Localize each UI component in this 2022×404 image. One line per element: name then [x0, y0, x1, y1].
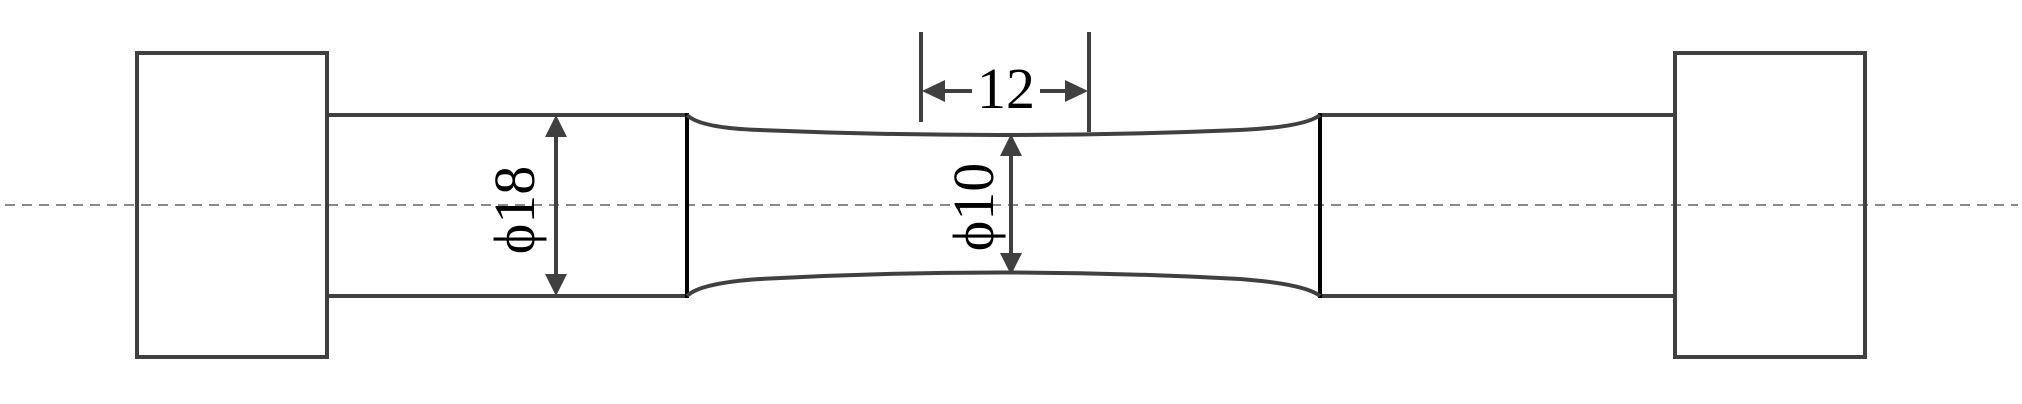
arrow-down-icon	[1000, 253, 1022, 275]
arrow-down-icon	[545, 274, 567, 296]
right-shoulder	[1318, 113, 1675, 298]
left-grip	[135, 51, 329, 359]
arrow-up-icon	[545, 115, 567, 137]
gauge-length-dimension: 12	[919, 32, 1091, 132]
arrow-up-icon	[1000, 134, 1022, 156]
shoulder-diameter-dimension: ϕ18	[482, 115, 567, 296]
right-grip	[1673, 51, 1867, 359]
arrow-right-icon	[1065, 80, 1088, 102]
gauge-diameter-label: ϕ10	[941, 163, 1006, 252]
shoulder-diameter-label: ϕ18	[482, 166, 547, 255]
arrow-left-icon	[922, 80, 945, 102]
left-shoulder	[327, 113, 689, 298]
gauge-diameter-dimension: ϕ10	[941, 134, 1022, 275]
gauge-length-label: 12	[977, 56, 1035, 121]
